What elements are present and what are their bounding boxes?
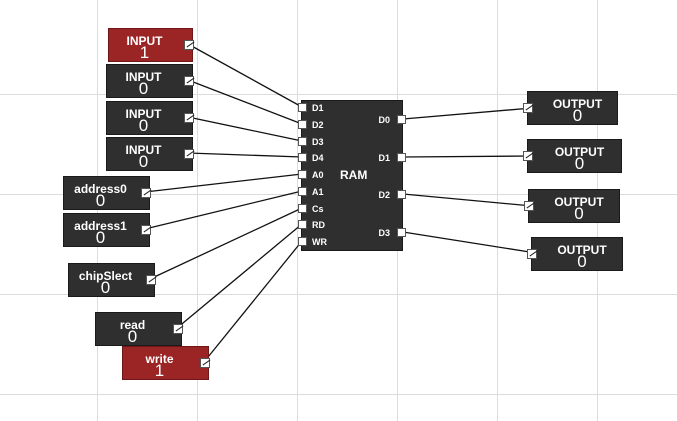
write-node[interactable]: write 1 [122, 346, 210, 380]
output-connector-icon[interactable] [141, 225, 151, 235]
ram-pin-cs: Cs [312, 204, 324, 214]
ram-pin-a0-connector-icon[interactable] [298, 170, 307, 179]
output-node-3[interactable]: OUTPUT 0 [524, 189, 620, 223]
output-connector-icon[interactable] [141, 188, 151, 198]
ram-pin-d2-out-connector-icon[interactable] [397, 190, 406, 199]
ram-pin-d2: D2 [312, 120, 324, 130]
input-node-3[interactable]: INPUT 0 [106, 101, 194, 135]
read-label: read [119, 318, 146, 332]
input-node-1[interactable]: INPUT 1 [108, 28, 194, 62]
output-connector-icon[interactable] [184, 76, 194, 86]
input-connector-icon[interactable] [523, 151, 533, 161]
output-connector-icon[interactable] [184, 149, 194, 159]
output-connector-icon[interactable] [184, 113, 194, 123]
input-connector-icon[interactable] [523, 103, 533, 113]
address1-label: address1 [74, 219, 127, 233]
read-value: 0 [127, 327, 138, 346]
chip-select-label: chipSlect [78, 269, 133, 283]
chip-select-node[interactable]: chipSlect 0 [68, 263, 156, 297]
output-connector-icon[interactable] [200, 358, 210, 368]
output-label: OUTPUT [552, 97, 603, 111]
output-connector-icon[interactable] [184, 40, 194, 50]
address0-label: address0 [74, 182, 127, 196]
ram-pin-a1: A1 [312, 187, 324, 197]
output-node-1[interactable]: OUTPUT 0 [523, 91, 618, 125]
address0-value: 0 [95, 191, 106, 210]
ram-pin-cs-connector-icon[interactable] [298, 204, 307, 213]
ram-pin-rd-connector-icon[interactable] [298, 220, 307, 229]
ram-pin-d0-out-connector-icon[interactable] [397, 115, 406, 124]
ram-pin-d1: D1 [312, 103, 324, 113]
output-label: OUTPUT [557, 243, 607, 257]
input-node-2[interactable]: INPUT 0 [106, 64, 194, 98]
ram-pin-d3-connector-icon[interactable] [298, 137, 307, 146]
write-label: write [145, 352, 174, 366]
input-connector-icon[interactable] [524, 201, 534, 211]
output-value: 0 [577, 252, 587, 271]
input-connector-icon[interactable] [527, 249, 537, 259]
read-node[interactable]: read 0 [95, 312, 183, 346]
address1-node[interactable]: address1 0 [63, 213, 151, 247]
output-connector-icon[interactable] [146, 275, 156, 285]
ram-pin-d1-out-connector-icon[interactable] [397, 153, 406, 162]
address0-node[interactable]: address0 0 [63, 176, 151, 210]
output-connector-icon[interactable] [173, 324, 183, 334]
ram-component[interactable]: RAM D1 D2 D3 D4 A0 A1 Cs RD WR D0 D1 D2 … [298, 100, 406, 251]
ram-pin-d4-connector-icon[interactable] [298, 153, 307, 162]
ram-pin-d2-connector-icon[interactable] [298, 120, 307, 129]
ram-title: RAM [340, 168, 368, 182]
chip-select-value: 0 [100, 278, 111, 297]
output-value: 0 [574, 204, 584, 223]
ram-pin-d2-out: D2 [378, 190, 390, 200]
ram-pin-wr-connector-icon[interactable] [298, 237, 307, 246]
ram-pin-wr: WR [312, 237, 327, 247]
ram-pin-d1-connector-icon[interactable] [298, 103, 307, 112]
input-value: 0 [138, 79, 149, 98]
output-node-4[interactable]: OUTPUT 0 [527, 237, 623, 271]
write-value: 1 [154, 361, 165, 380]
input-value: 0 [138, 116, 149, 135]
ram-pin-d3-out: D3 [378, 228, 390, 238]
input-node-4[interactable]: INPUT 0 [106, 137, 194, 171]
ram-pin-d1-out: D1 [378, 153, 390, 163]
input-value: 1 [139, 43, 150, 62]
address1-value: 0 [95, 228, 106, 247]
ram-pin-d4: D4 [312, 153, 324, 163]
input-label: INPUT [125, 70, 162, 84]
input-label: INPUT [125, 107, 162, 121]
output-value: 0 [572, 106, 583, 125]
input-label: INPUT [126, 34, 163, 48]
input-label: INPUT [125, 143, 162, 157]
ram-pin-d3: D3 [312, 137, 324, 147]
output-label: OUTPUT [554, 145, 605, 159]
ram-pin-d0-out: D0 [378, 115, 390, 125]
ram-pin-rd: RD [312, 220, 325, 230]
output-label: OUTPUT [554, 195, 604, 209]
ram-pin-a0: A0 [312, 170, 324, 180]
output-node-2[interactable]: OUTPUT 0 [523, 139, 622, 173]
input-value: 0 [138, 152, 149, 171]
ram-pin-d3-out-connector-icon[interactable] [397, 228, 406, 237]
ram-pin-a1-connector-icon[interactable] [298, 187, 307, 196]
output-value: 0 [574, 154, 585, 173]
